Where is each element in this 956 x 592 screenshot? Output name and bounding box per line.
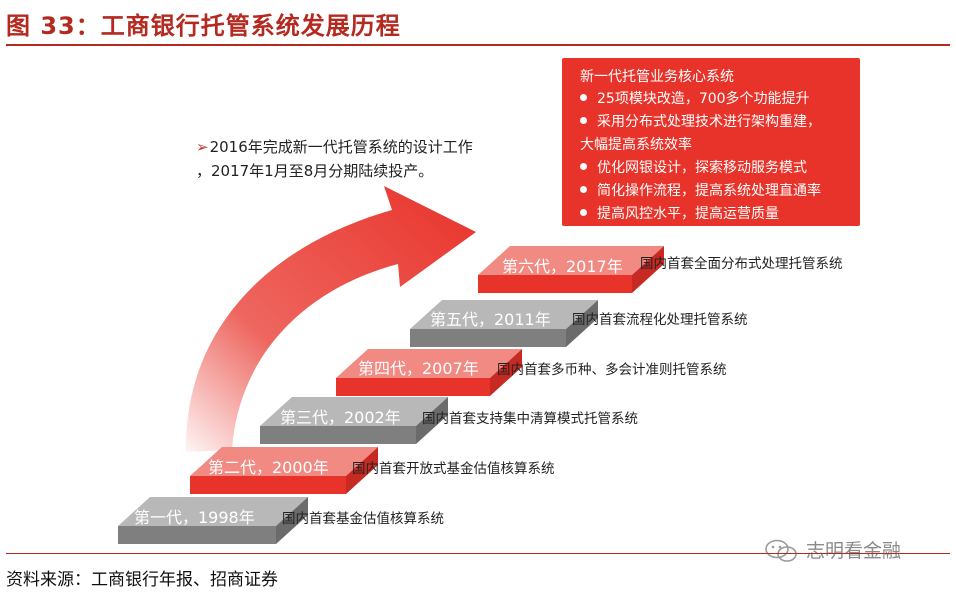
bullet-dot-icon	[580, 186, 587, 193]
source-note: 资料来源：工商银行年报、招商证券	[6, 565, 278, 590]
core-system-heading: 新一代托管业务核心系统	[580, 66, 734, 86]
core-system-list: 25项模块改造，700多个功能提升 采用分布式处理技术进行架构重建， 大幅提高系…	[580, 88, 821, 226]
step-4-label: 第四代，2007年	[358, 355, 479, 379]
watermark-text: 志明看金融	[806, 536, 901, 563]
bullet-dot-icon	[580, 94, 587, 101]
annotation-2016: ➢2016年完成新一代托管系统的设计工作 ，2017年1月至8月分期陆续投产。	[196, 135, 473, 183]
annotation-line-1: 2016年完成新一代托管系统的设计工作	[210, 138, 473, 156]
core-bullet-2: 采用分布式处理技术进行架构重建，	[580, 111, 821, 134]
step-2-label: 第二代，2000年	[208, 454, 329, 478]
core-bullet-2-continuation: 大幅提高系统效率	[580, 134, 821, 157]
step-5-desc: 国内首套流程化处理托管系统	[572, 308, 748, 328]
step-4-desc: 国内首套多币种、多会计准则托管系统	[497, 358, 727, 378]
core-bullet-1: 25项模块改造，700多个功能提升	[580, 88, 821, 111]
step-5-label: 第五代，2011年	[430, 306, 551, 330]
step-1-label: 第一代，1998年	[134, 504, 255, 528]
step-6-label: 第六代，2017年	[502, 253, 623, 277]
annotation-line-2: ，2017年1月至8月分期陆续投产。	[196, 159, 473, 183]
step-3-label: 第三代，2002年	[280, 404, 401, 428]
step-2-desc: 国内首套开放式基金估值核算系统	[352, 457, 555, 477]
core-bullet-5: 提高风控水平，提高运营质量	[580, 203, 821, 226]
wechat-icon	[762, 538, 802, 564]
bullet-dot-icon	[580, 209, 587, 216]
core-bullet-3: 优化网银设计，探索移动服务模式	[580, 157, 821, 180]
core-bullet-4: 简化操作流程，提高系统处理直通率	[580, 180, 821, 203]
bullet-dot-icon	[580, 117, 587, 124]
step-1-desc: 国内首套基金估值核算系统	[282, 507, 444, 527]
arrow-bullet-icon: ➢	[196, 138, 209, 156]
step-6-desc: 国内首套全面分布式处理托管系统	[640, 252, 843, 272]
bullet-dot-icon	[580, 163, 587, 170]
core-system-box: 新一代托管业务核心系统 25项模块改造，700多个功能提升 采用分布式处理技术进…	[562, 58, 860, 226]
footer-divider	[6, 553, 950, 554]
step-3-desc: 国内首套支持集中清算模式托管系统	[422, 407, 638, 427]
